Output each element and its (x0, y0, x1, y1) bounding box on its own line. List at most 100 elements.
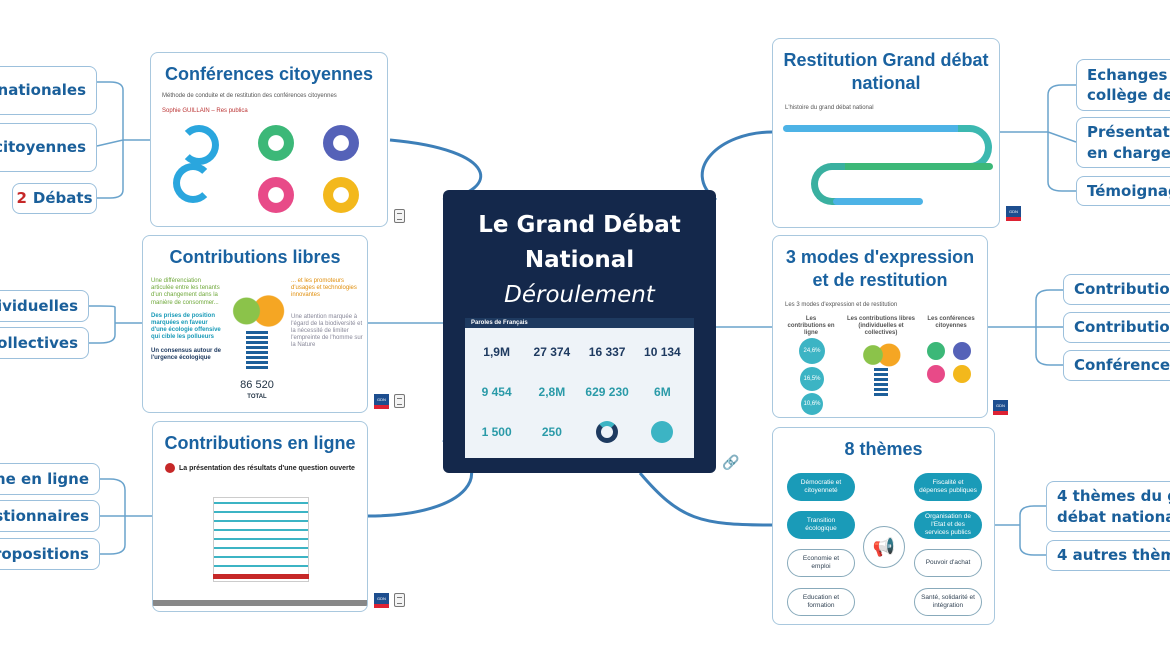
card-caption: La présentation des résultats d'une ques… (179, 464, 355, 472)
stat: 629 230 (585, 385, 629, 399)
stat: 27 374 (533, 345, 571, 359)
theme-pill: Fiscalité et dépenses publiques (914, 473, 982, 501)
gdn-logo-icon: GDN (993, 400, 1008, 415)
card-3-modes[interactable]: 3 modes d'expression et de restitution L… (772, 235, 988, 418)
card-caption: Les 3 modes d'expression et de restituti… (785, 302, 898, 308)
infographic-thumbnail: Paroles de Français 1,9M 27 374 16 337 1… (465, 318, 694, 458)
card-contributions-libres[interactable]: Contributions libres Une différenciation… (142, 235, 368, 413)
point-text: Une attention marquée à l'égard de la bi… (291, 313, 363, 349)
leaf-contributions-1[interactable]: Contribution (1063, 274, 1170, 305)
leaf-collectives[interactable]: Collectives (0, 327, 89, 359)
flower-diagram (953, 342, 971, 360)
leaf-propositions[interactable]: Propositions (0, 538, 100, 570)
theme-pill: Organisation de l'Etat et des services p… (914, 511, 982, 539)
leaf-nationales[interactable]: nationales (0, 66, 97, 115)
leaf-temoignages[interactable]: Témoignag (1076, 176, 1170, 206)
leaf-echanges[interactable]: Echanges a collège des (1076, 59, 1170, 111)
point-text: ... et les promoteurs d'usages et techno… (291, 278, 357, 299)
leaf-debats[interactable]: 2 Débats (12, 183, 97, 214)
gdn-logo-icon: GDN (374, 593, 389, 608)
stat: 1 500 (481, 425, 512, 439)
donut-chart (596, 421, 619, 443)
leaf-conferences[interactable]: Conférences (1063, 350, 1170, 381)
flower-diagram (258, 125, 294, 161)
notes-icon[interactable] (394, 209, 405, 223)
stat: 1,9M (483, 345, 510, 359)
leaf-individuelles[interactable]: dividuelles (0, 290, 89, 322)
leaf-label: rme en ligne (0, 469, 89, 488)
tree-trunk (246, 331, 268, 371)
connector (1000, 84, 1077, 192)
leaf-4-themes-gdn[interactable]: 4 thèmes du gr débat national (1046, 481, 1170, 532)
leaf-label: Témoignag (1087, 181, 1170, 200)
card-conferences-citoyennes[interactable]: Conférences citoyennes Méthode de condui… (150, 52, 388, 227)
leaf-label: Echanges a collège des (1087, 65, 1170, 104)
leaf-citoyennes[interactable]: citoyennes (0, 123, 97, 172)
stat: 250 (541, 425, 562, 439)
notes-icon[interactable] (394, 593, 405, 607)
theme-pill: Démocratie et citoyenneté (787, 473, 855, 501)
leaf-label: Débats (32, 189, 93, 208)
theme-pill: Education et formation (787, 588, 855, 616)
results-chart-thumbnail (213, 497, 309, 582)
card-contributions-en-ligne[interactable]: Contributions en ligne La présentation d… (152, 421, 368, 612)
gdn-logo-icon: GDN (1006, 206, 1021, 221)
flower-diagram (927, 342, 945, 360)
point-text: Un consensus autour de l'urgence écologi… (151, 347, 222, 361)
leaf-plateforme-en-ligne[interactable]: rme en ligne (0, 463, 100, 495)
leaf-label: citoyennes (0, 138, 86, 157)
footer-bar (153, 600, 367, 606)
timeline (828, 163, 993, 170)
percent-circle: 16,5% (800, 367, 824, 391)
central-subtitle: Déroulement (504, 282, 655, 308)
leaf-label: nationales (0, 81, 86, 100)
leaf-presentation[interactable]: Présentatio en charge c (1076, 117, 1170, 168)
leaf-contributions-2[interactable]: Contribution (1063, 312, 1170, 343)
notes-icon[interactable] (394, 394, 405, 408)
card-caption: Méthode de conduite et de restitution de… (162, 93, 337, 99)
theme-pill: Economie et emploi (787, 549, 855, 577)
connector (96, 81, 150, 199)
flower-diagram (323, 125, 359, 161)
flower-diagram (323, 177, 359, 213)
results-bar-red (213, 574, 309, 579)
card-title: Restitution Grand débat national (783, 50, 989, 94)
point-text: Une différenciation articulée entre les … (151, 278, 220, 306)
connector (100, 478, 152, 555)
stat: 16 337 (588, 345, 626, 359)
leaf-label: dividuelles (0, 296, 78, 315)
stat: 9 454 (481, 385, 512, 399)
flower-diagram (258, 177, 294, 213)
card-restitution[interactable]: Restitution Grand débat national L'histo… (772, 38, 1000, 228)
points-right-column: ... et les promoteurs d'usages et techno… (291, 278, 363, 350)
total-count: 86 520 (240, 379, 274, 391)
leaf-questionnaires[interactable]: estionnaires (0, 500, 100, 532)
column-label: Les contributions libres (individuelles … (846, 316, 915, 337)
debats-count: 2 (16, 189, 27, 208)
stat: 10 134 (644, 345, 681, 359)
leaf-4-autres-themes[interactable]: 4 autres thème (1046, 540, 1170, 571)
column-label: Les contributions en ligne (787, 316, 835, 337)
total-label: TOTAL (247, 394, 267, 400)
stat: 6M (654, 385, 671, 399)
leaf-label: Contribution (1074, 280, 1170, 299)
gdn-logo-icon: GDN (374, 394, 389, 409)
cycle-diagram (179, 125, 219, 165)
theme-pill: Santé, solidarité et intégration (914, 588, 982, 616)
timeline (783, 125, 973, 132)
card-title: Contributions en ligne (164, 433, 356, 453)
percent-circle: 24,6% (799, 338, 825, 364)
leaf-label: 4 autres thème (1057, 546, 1170, 565)
flower-diagram (927, 365, 945, 383)
tree-illustration (230, 291, 285, 331)
points-left-column: Une différenciation articulée entre les … (151, 278, 223, 362)
timeline (833, 198, 923, 205)
stat: 2,8M (538, 385, 566, 399)
flower-diagram (953, 365, 971, 383)
card-title: 3 modes d'expression et de restitution (785, 247, 975, 291)
link-icon[interactable]: 🔗 (722, 454, 740, 470)
card-title: 8 thèmes (844, 439, 923, 459)
card-8-themes[interactable]: 8 thèmes Démocratie et citoyenneté Trans… (772, 427, 995, 625)
megaphone-person-icon: 📢 (863, 526, 905, 568)
